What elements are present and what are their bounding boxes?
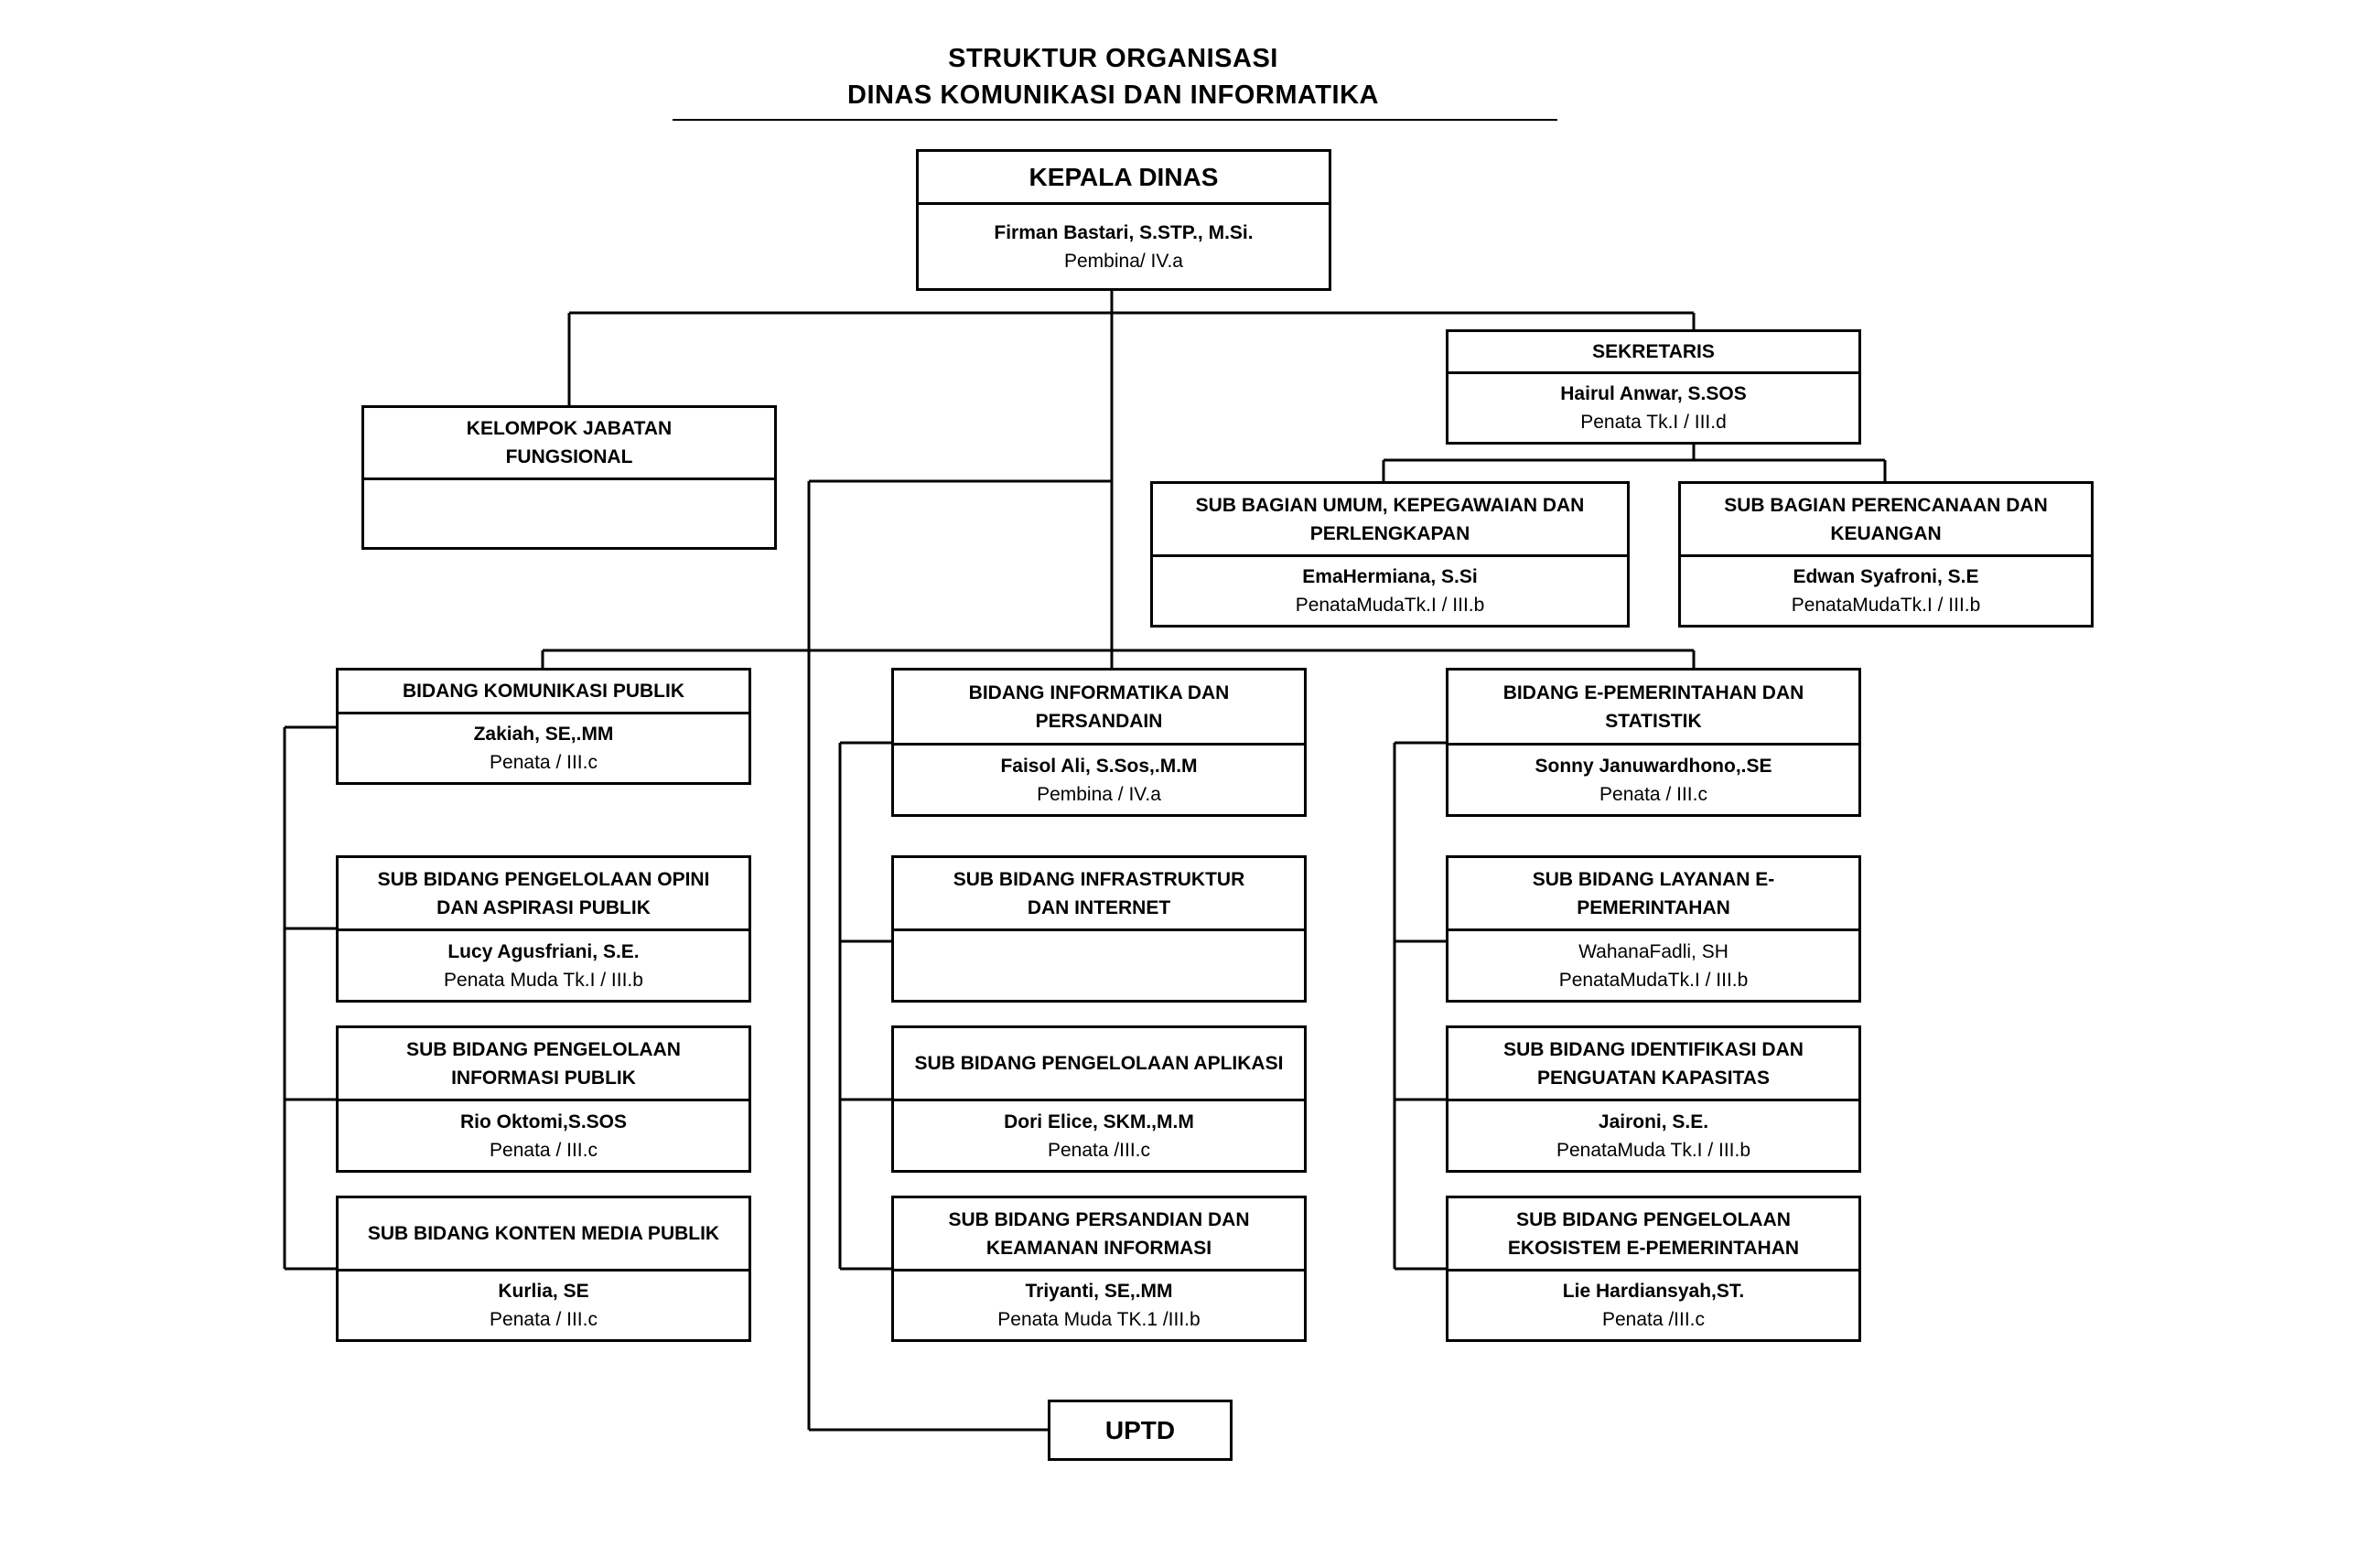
- kelompok-fungsional-title: KELOMPOK JABATAN FUNGSIONAL: [364, 408, 774, 480]
- bidang-e-pemerintahan-rank: Penata / III.c: [1599, 783, 1707, 805]
- sub-bidang-konten-media-box: SUB BIDANG KONTEN MEDIA PUBLIK Kurlia, S…: [336, 1196, 751, 1342]
- sekretaris-rank: Penata Tk.I / III.d: [1580, 412, 1727, 433]
- bidang-e-pemerintahan-name: Sonny Januwardhono,.SE: [1535, 755, 1772, 777]
- bidang-komunikasi-publik-name: Zakiah, SE,.MM: [473, 724, 614, 745]
- sub-bidang-ekosistem-title: SUB BIDANG PENGELOLAAN EKOSISTEM E-PEMER…: [1448, 1198, 1858, 1272]
- sub-bidang-aplikasi-title: SUB BIDANG PENGELOLAAN APLIKASI: [894, 1028, 1304, 1101]
- subbag-perencanaan-title: SUB BAGIAN PERENCANAAN DAN KEUANGAN: [1681, 484, 2091, 557]
- bidang-informatika-title: BIDANG INFORMATIKA DAN PERSANDAIN: [894, 671, 1304, 746]
- sub-bidang-infrastruktur-box: SUB BIDANG INFRASTRUKTUR DAN INTERNET: [891, 855, 1307, 1003]
- subbag-perencanaan-name: Edwan Syafroni, S.E: [1793, 566, 1979, 587]
- sub-bidang-persandian-title: SUB BIDANG PERSANDIAN DAN KEAMANAN INFOR…: [894, 1198, 1304, 1272]
- sub-bidang-informasi-publik-title: SUB BIDANG PENGELOLAAN INFORMASI PUBLIK: [339, 1028, 748, 1101]
- sub-bidang-konten-media-name: Kurlia, SE: [498, 1281, 589, 1302]
- bidang-informatika-box: BIDANG INFORMATIKA DAN PERSANDAIN Faisol…: [891, 668, 1307, 817]
- sub-bidang-informasi-publik-name: Rio Oktomi,S.SOS: [459, 1111, 628, 1132]
- kepala-dinas-name: Firman Bastari, S.STP., M.Si.: [994, 221, 1254, 243]
- kepala-dinas-box: KEPALA DINAS Firman Bastari, S.STP., M.S…: [916, 149, 1331, 291]
- title-underline: [673, 119, 1557, 121]
- sub-bidang-identifikasi-box: SUB BIDANG IDENTIFIKASI DAN PENGUATAN KA…: [1446, 1025, 1861, 1173]
- bidang-e-pemerintahan-title: BIDANG E-PEMERINTAHAN DAN STATISTIK: [1448, 671, 1858, 746]
- sub-bidang-ekosistem-name: Lie Hardiansyah,ST.: [1562, 1281, 1745, 1302]
- sub-bidang-konten-media-title: SUB BIDANG KONTEN MEDIA PUBLIK: [339, 1198, 748, 1272]
- sekretaris-name: Hairul Anwar, S.SOS: [1560, 383, 1747, 404]
- subbag-umum-rank: PenataMudaTk.I / III.b: [1295, 595, 1485, 616]
- sub-bidang-identifikasi-name: Jaironi, S.E.: [1598, 1111, 1709, 1132]
- sub-bidang-persandian-rank: Penata Muda TK.1 /III.b: [997, 1309, 1201, 1330]
- sub-bidang-persandian-name: Triyanti, SE,.MM: [1025, 1281, 1173, 1302]
- sub-bidang-layanan-name: WahanaFadli, SH: [1578, 940, 1728, 962]
- sub-bidang-persandian-box: SUB BIDANG PERSANDIAN DAN KEAMANAN INFOR…: [891, 1196, 1307, 1342]
- sub-bidang-layanan-title: SUB BIDANG LAYANAN E-PEMERINTAHAN: [1448, 858, 1858, 931]
- sub-bidang-identifikasi-rank: PenataMuda Tk.I / III.b: [1556, 1139, 1751, 1161]
- sub-bidang-opini-box: SUB BIDANG PENGELOLAAN OPINI DAN ASPIRAS…: [336, 855, 751, 1003]
- sub-bidang-layanan-rank: PenataMudaTk.I / III.b: [1558, 969, 1749, 991]
- sub-bidang-aplikasi-rank: Penata /III.c: [1047, 1139, 1151, 1161]
- subbag-perencanaan-rank: PenataMudaTk.I / III.b: [1791, 595, 1981, 616]
- bidang-komunikasi-publik-title: BIDANG KOMUNIKASI PUBLIK: [339, 671, 748, 714]
- page-title: STRUKTUR ORGANISASI: [948, 44, 1278, 73]
- bidang-e-pemerintahan-box: BIDANG E-PEMERINTAHAN DAN STATISTIK Sonn…: [1446, 668, 1861, 817]
- bidang-informatika-rank: Pembina / IV.a: [1037, 783, 1161, 805]
- sub-bidang-ekosistem-box: SUB BIDANG PENGELOLAAN EKOSISTEM E-PEMER…: [1446, 1196, 1861, 1342]
- sub-bidang-layanan-box: SUB BIDANG LAYANAN E-PEMERINTAHAN Wahana…: [1446, 855, 1861, 1003]
- sub-bidang-opini-rank: Penata Muda Tk.I / III.b: [444, 969, 643, 991]
- subbag-umum-name: EmaHermiana, S.Si: [1302, 566, 1478, 587]
- sub-bidang-informasi-publik-rank: Penata / III.c: [490, 1139, 598, 1161]
- sekretaris-title: SEKRETARIS: [1448, 332, 1858, 374]
- uptd-box: UPTD: [1048, 1400, 1233, 1461]
- sub-bidang-infrastruktur-body: [894, 931, 1304, 1000]
- kepala-dinas-title: KEPALA DINAS: [919, 152, 1329, 205]
- bidang-komunikasi-publik-box: BIDANG KOMUNIKASI PUBLIK Zakiah, SE,.MM …: [336, 668, 751, 785]
- sub-bidang-identifikasi-title: SUB BIDANG IDENTIFIKASI DAN PENGUATAN KA…: [1448, 1028, 1858, 1101]
- subbag-perencanaan-box: SUB BAGIAN PERENCANAAN DAN KEUANGAN Edwa…: [1678, 481, 2094, 628]
- subbag-umum-title: SUB BAGIAN UMUM, KEPEGAWAIAN DAN PERLENG…: [1153, 484, 1627, 557]
- sekretaris-box: SEKRETARIS Hairul Anwar, S.SOS Penata Tk…: [1446, 329, 1861, 445]
- sub-bidang-informasi-publik-box: SUB BIDANG PENGELOLAAN INFORMASI PUBLIK …: [336, 1025, 751, 1173]
- sub-bidang-opini-name: Lucy Agusfriani, S.E.: [447, 940, 640, 962]
- sub-bidang-aplikasi-name: Dori Elice, SKM.,M.M: [1004, 1111, 1194, 1132]
- bidang-komunikasi-publik-rank: Penata / III.c: [490, 752, 598, 773]
- bidang-informatika-name: Faisol Ali, S.Sos,.M.M: [1000, 755, 1198, 777]
- page-subtitle: DINAS KOMUNIKASI DAN INFORMATIKA: [847, 80, 1379, 110]
- kepala-dinas-rank: Pembina/ IV.a: [1064, 250, 1183, 272]
- sub-bidang-opini-title: SUB BIDANG PENGELOLAAN OPINI DAN ASPIRAS…: [339, 858, 748, 931]
- sub-bidang-ekosistem-rank: Penata /III.c: [1601, 1309, 1706, 1330]
- sub-bidang-infrastruktur-title: SUB BIDANG INFRASTRUKTUR DAN INTERNET: [894, 858, 1304, 931]
- sub-bidang-aplikasi-box: SUB BIDANG PENGELOLAAN APLIKASI Dori Eli…: [891, 1025, 1307, 1173]
- kelompok-fungsional-body: [364, 480, 774, 547]
- subbag-umum-box: SUB BAGIAN UMUM, KEPEGAWAIAN DAN PERLENG…: [1150, 481, 1630, 628]
- sub-bidang-konten-media-rank: Penata / III.c: [490, 1309, 598, 1330]
- kelompok-fungsional-box: KELOMPOK JABATAN FUNGSIONAL: [361, 405, 777, 550]
